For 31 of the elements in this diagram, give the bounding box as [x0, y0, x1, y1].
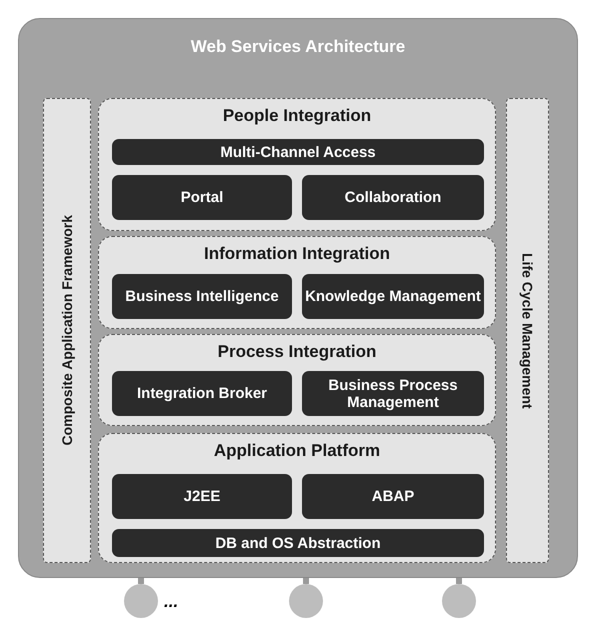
- layer-panel: [98, 236, 496, 329]
- layer-panel: [98, 433, 496, 563]
- module-block: Knowledge Management: [302, 274, 484, 319]
- module-block: DB and OS Abstraction: [112, 529, 484, 557]
- side-column: [43, 98, 91, 563]
- architecture-frame: [18, 18, 578, 578]
- layer-title: Process Integration: [216, 342, 378, 362]
- side-column: [506, 98, 549, 563]
- layer-title: Information Integration: [202, 244, 392, 264]
- connector-stem: [456, 578, 462, 584]
- connector-stem: [303, 578, 309, 584]
- module-block: J2EE: [112, 474, 292, 519]
- column-title: Life Cycle Management: [520, 252, 536, 408]
- module-block: ABAP: [302, 474, 484, 519]
- module-block: Portal: [112, 175, 292, 220]
- module-block: Collaboration: [302, 175, 484, 220]
- layer-title: People Integration: [222, 106, 372, 126]
- module-block: Integration Broker: [112, 371, 292, 416]
- column-title: Composite Application Framework: [59, 215, 75, 446]
- module-block: Business Intelligence: [112, 274, 292, 319]
- layer-title: Application Platform: [212, 441, 382, 461]
- connector-stem: [138, 578, 144, 584]
- frame-title: Web Services Architecture: [190, 37, 406, 57]
- platform-circle: [442, 584, 476, 618]
- platform-circle: [289, 584, 323, 618]
- platform-caption: ...: [164, 592, 178, 612]
- layer-panel: [98, 98, 496, 231]
- module-block: Multi-Channel Access: [112, 139, 484, 165]
- module-block: Business Process Management: [302, 371, 484, 416]
- layer-panel: [98, 334, 496, 426]
- platform-circle: [124, 584, 158, 618]
